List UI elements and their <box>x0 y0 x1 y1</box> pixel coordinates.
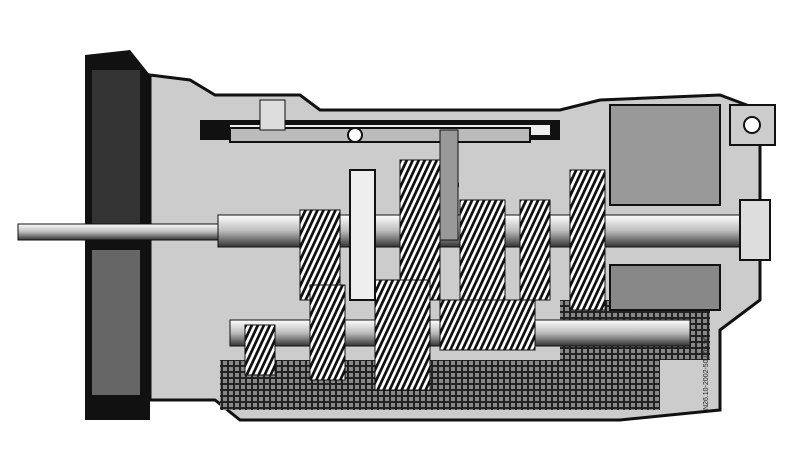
synchronizer-hub <box>349 169 376 301</box>
drawing-reference-code: N26.10-2002-50 / 05.96 <box>703 336 710 410</box>
rear-housing-upper <box>609 104 721 206</box>
main-gear <box>569 169 606 311</box>
input-shaft <box>17 223 219 241</box>
gears <box>244 159 606 391</box>
oil-pan-mesh <box>220 360 660 410</box>
shift-fork <box>439 129 459 241</box>
shift-rail <box>229 99 531 241</box>
shift-detent <box>259 99 286 131</box>
main-gear <box>399 159 441 301</box>
rear-housing <box>609 104 776 311</box>
shift-fork-pivot <box>347 127 363 143</box>
counter-gear <box>244 324 276 376</box>
main-gear <box>459 199 506 301</box>
speedometer-drive-plug <box>743 116 761 134</box>
counter-gear <box>439 299 536 351</box>
counter-gear <box>309 284 346 381</box>
main-gear <box>519 199 551 301</box>
output-flange <box>739 199 771 261</box>
rear-housing-lower <box>609 264 721 311</box>
counter-gear <box>374 279 431 391</box>
